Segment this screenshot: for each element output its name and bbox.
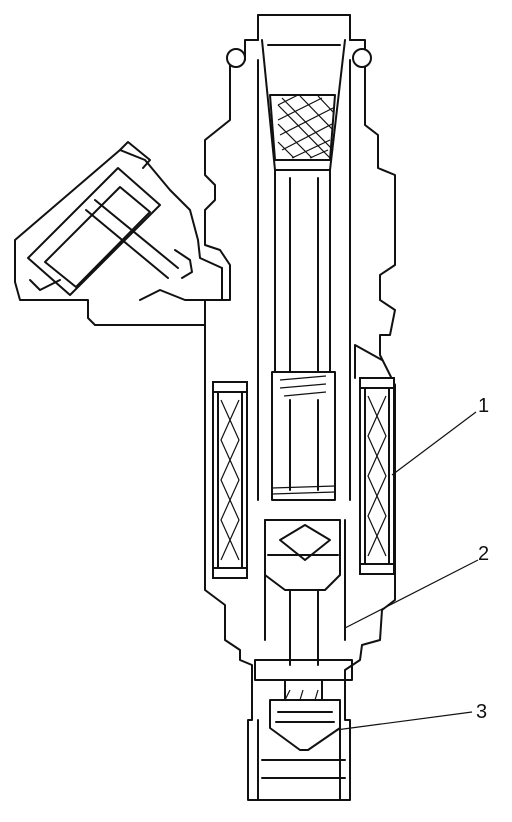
leader-line-3 <box>335 711 473 731</box>
callout-label-3: 3 <box>476 701 487 723</box>
fuel-inlet-tube <box>257 14 351 501</box>
injector-body <box>14 14 396 801</box>
valve-seat <box>257 689 346 801</box>
solenoid-coil-right <box>354 344 395 575</box>
leader-line-1 <box>391 411 477 476</box>
spring <box>271 371 336 501</box>
inlet-filter <box>269 94 336 161</box>
callout-label-1: 1 <box>478 395 489 417</box>
leader-line-2 <box>344 559 479 629</box>
electrical-connector <box>27 141 211 301</box>
callout-label-2: 2 <box>478 543 489 565</box>
callout-leaders <box>335 411 479 731</box>
armature-needle <box>254 519 353 701</box>
solenoid-coil-left <box>212 381 248 579</box>
